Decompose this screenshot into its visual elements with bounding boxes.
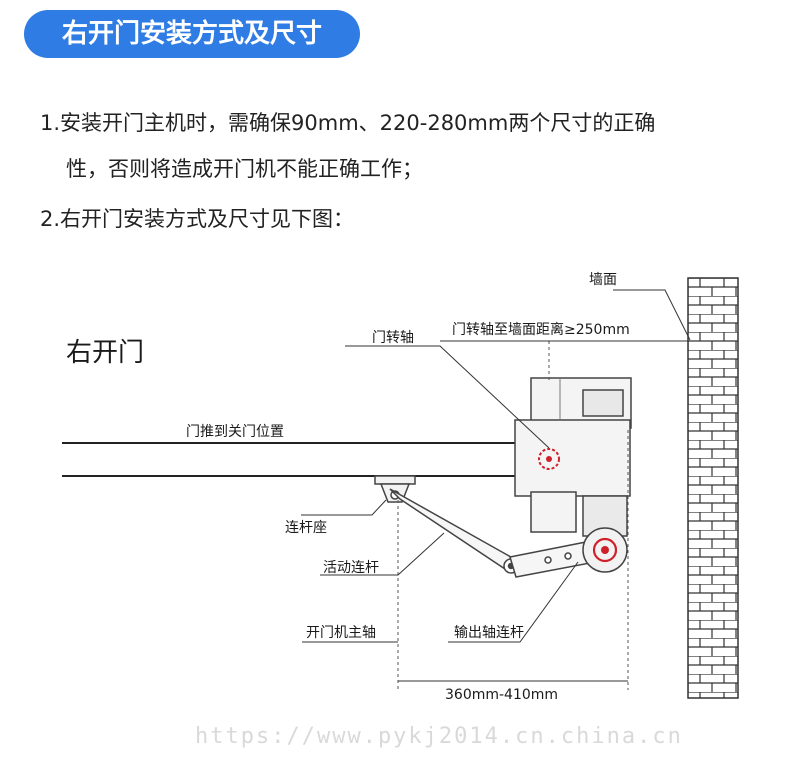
door-type-label: 右开门	[66, 338, 144, 368]
link-seat-label: 连杆座	[285, 520, 327, 536]
instruction-line-2: 2.右开门安装方式及尺寸见下图：	[40, 207, 355, 231]
main-shaft-label: 开门机主轴	[306, 625, 376, 641]
dimension-label: 360mm-410mm	[445, 687, 558, 703]
reference-lines	[397, 341, 629, 690]
main-shaft-marker	[582, 527, 628, 573]
wall-label: 墙面	[589, 272, 617, 288]
movable-link-arm	[389, 488, 520, 574]
output-link-label: 输出轴连杆	[454, 625, 524, 641]
link-seat-bracket	[374, 475, 416, 503]
door-pivot-label: 门转轴	[372, 330, 414, 346]
door-pivot-marker	[538, 448, 560, 470]
instruction-line-1-continued: 性，否则将造成开门机不能正确工作；	[66, 157, 423, 181]
instruction-line-1: 1.安装开门主机时，需确保90mm、220-280mm两个尺寸的正确	[40, 111, 656, 135]
section-title: 右开门安装方式及尺寸	[24, 10, 360, 58]
leader-lines	[301, 289, 691, 643]
watermark: https://www.pykj2014.cn.china.cn	[195, 724, 683, 749]
installation-diagram: 360mm-410mm 右开门 墙面 门转轴至墙面距离≥250mm 门转轴 门推…	[62, 272, 739, 749]
movable-link-label: 活动连杆	[323, 560, 379, 576]
door-leaf	[62, 442, 515, 477]
closed-position-label: 门推到关门位置	[186, 424, 284, 440]
pivot-to-wall-label: 门转轴至墙面距离≥250mm	[452, 321, 630, 338]
operator-housing	[514, 377, 632, 537]
brick-wall	[687, 277, 739, 699]
